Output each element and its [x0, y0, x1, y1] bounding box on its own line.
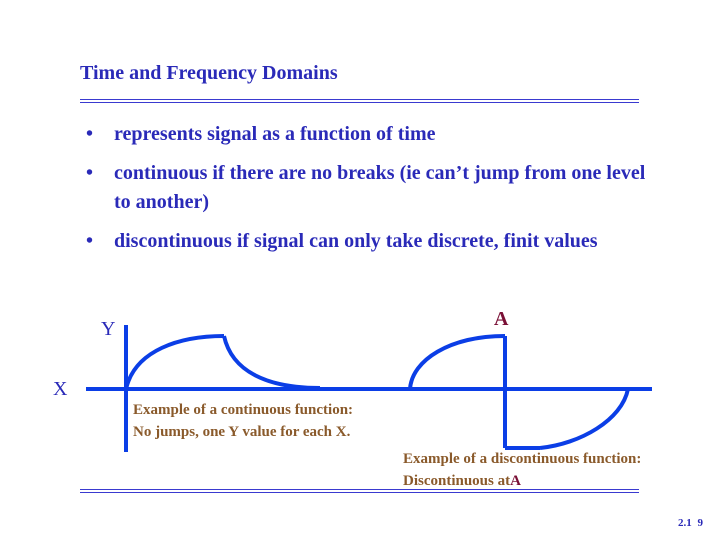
continuous-caption-line: No jumps, one Y value for each X. [133, 424, 351, 440]
bullet-item: continuous if there are no breaks (ie ca… [86, 159, 646, 217]
x-axis-label: X [53, 378, 68, 400]
discontinuous-caption-line: Example of a discontinuous function: [403, 451, 642, 467]
bullet-item: represents signal as a function of time [86, 120, 646, 149]
discontinuous-caption: Example of a discontinuous function: Dis… [403, 448, 641, 492]
page-number: 2.1 9 [678, 517, 703, 529]
discontinuous-curve-return [539, 388, 630, 450]
continuous-caption: Example of a continuous function: No jum… [133, 399, 353, 443]
continuous-curve-fall [222, 335, 321, 390]
discontinuous-caption-line: Discontinuous atA [403, 470, 641, 492]
discontinuous-caption-prefix: Discontinuous at [403, 473, 511, 489]
title-rule [80, 99, 639, 103]
bullet-list: represents signal as a function of time … [86, 120, 646, 266]
discontinuous-curve-rise [408, 334, 506, 390]
bottom-rule [80, 489, 639, 493]
slide-title: Time and Frequency Domains [80, 62, 338, 84]
point-a-label: A [494, 308, 509, 330]
continuous-caption-line: Example of a continuous function: [133, 402, 354, 418]
continuous-curve-rise [124, 334, 225, 390]
bullet-item: discontinuous if signal can only take di… [86, 227, 646, 256]
discontinuous-caption-point: A [510, 473, 521, 489]
y-axis-label: Y [101, 318, 116, 340]
